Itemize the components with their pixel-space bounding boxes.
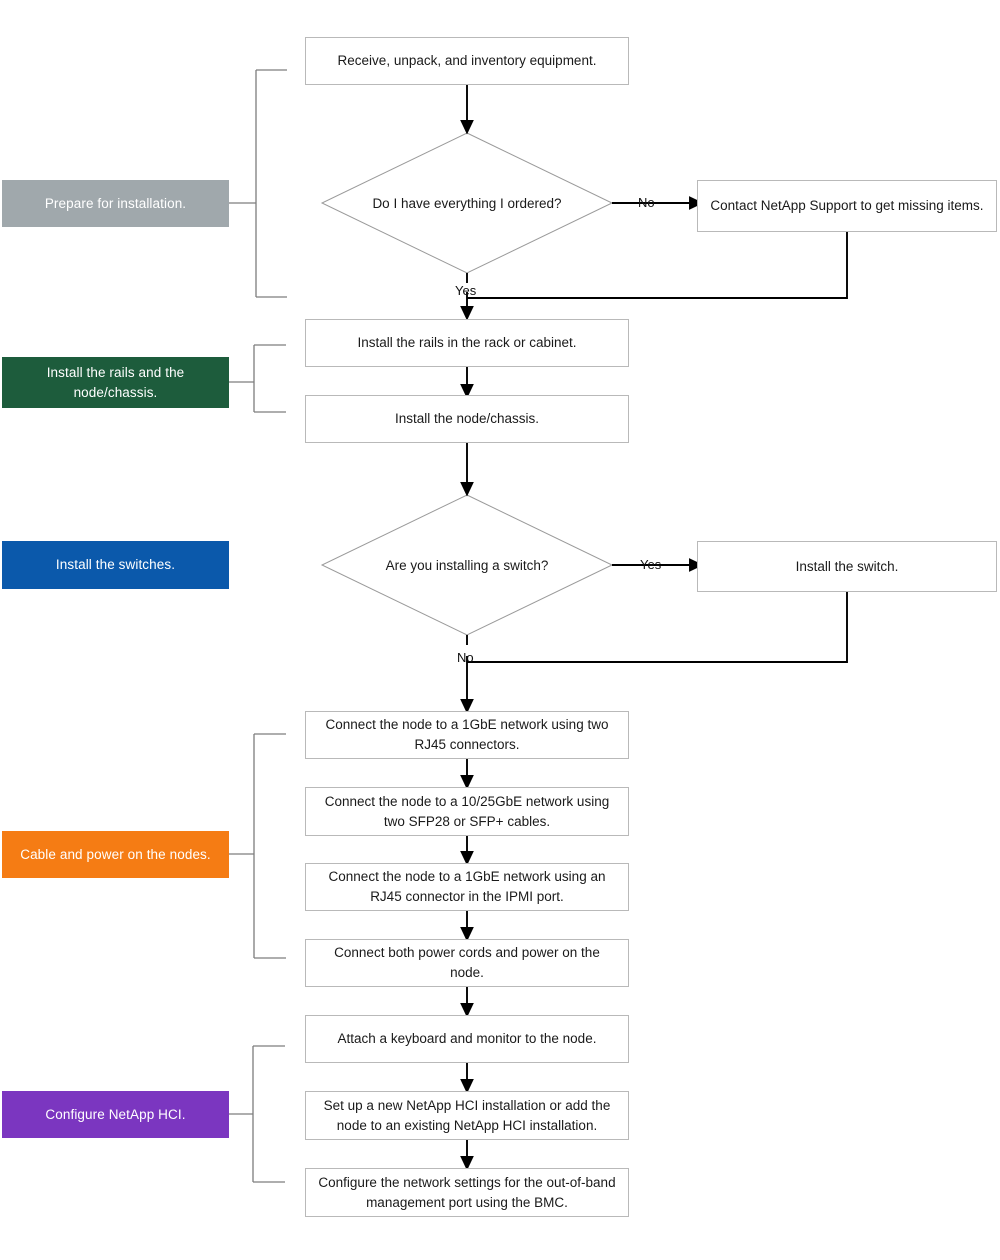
edge-label-everything-no: No	[638, 195, 655, 210]
node-setup-hci-installation[interactable]: Set up a new NetApp HCI installation or …	[305, 1091, 629, 1140]
node-receive-equipment[interactable]: Receive, unpack, and inventory equipment…	[305, 37, 629, 85]
phase-label-text: Cable and power on the nodes.	[20, 846, 211, 862]
phase-label-text: Install the switches.	[55, 557, 176, 573]
node-text: Install the rails in the rack or cabinet…	[357, 335, 577, 351]
node-install-rails[interactable]: Install the rails in the rack or cabinet…	[305, 319, 629, 367]
node-text: Install the switch.	[795, 558, 899, 574]
node-cable-25gbe[interactable]: Connect the node to a 10/25GbE network u…	[305, 787, 629, 836]
node-install-node-chassis[interactable]: Install the node/chassis.	[305, 395, 629, 443]
flow-arrows	[460, 85, 848, 1171]
node-text: Contact NetApp Support to get missing it…	[710, 198, 984, 214]
node-attach-keyboard-monitor[interactable]: Attach a keyboard and monitor to the nod…	[305, 1015, 629, 1063]
node-text: Attach a keyboard and monitor to the nod…	[337, 1031, 597, 1047]
node-text: Connect the node to a 1GbE network using…	[325, 717, 609, 752]
node-text: Configure the network settings for the o…	[318, 1174, 616, 1210]
edge-label-everything-yes: Yes	[455, 283, 477, 298]
diamond-have-everything	[320, 132, 614, 274]
node-text: Connect the node to a 10/25GbE network u…	[324, 793, 610, 829]
diamond-installing-switch	[320, 494, 614, 636]
phase-label-configure[interactable]: Configure NetApp HCI.	[2, 1091, 229, 1138]
phase-label-text: Install the rails and the node/chassis.	[46, 364, 185, 400]
edge-label-switch-yes: Yes	[640, 557, 662, 572]
phase-label-cable[interactable]: Cable and power on the nodes.	[2, 831, 229, 878]
phase-label-rails[interactable]: Install the rails and the node/chassis.	[2, 357, 229, 408]
node-power-on[interactable]: Connect both power cords and power on th…	[305, 939, 629, 987]
node-text: Receive, unpack, and inventory equipment…	[337, 53, 597, 69]
node-contact-support[interactable]: Contact NetApp Support to get missing it…	[697, 180, 997, 232]
node-cable-1gbe[interactable]: Connect the node to a 1GbE network using…	[305, 711, 629, 759]
phase-label-switches[interactable]: Install the switches.	[2, 541, 229, 589]
phase-brackets	[229, 69, 287, 1183]
node-text: Connect both power cords and power on th…	[334, 945, 600, 980]
node-install-switch[interactable]: Install the switch.	[697, 541, 997, 592]
phase-label-text: Prepare for installation.	[44, 195, 187, 211]
phase-label-text: Configure NetApp HCI.	[45, 1106, 186, 1122]
node-text: Set up a new NetApp HCI installation or …	[323, 1097, 611, 1133]
node-text: Install the node/chassis.	[394, 411, 540, 427]
node-text: Connect the node to a 1GbE network using…	[328, 869, 606, 904]
node-configure-bmc-network[interactable]: Configure the network settings for the o…	[305, 1168, 629, 1217]
edge-label-switch-no: No	[457, 650, 474, 665]
phase-label-prepare[interactable]: Prepare for installation.	[2, 180, 229, 227]
node-cable-ipmi[interactable]: Connect the node to a 1GbE network using…	[305, 863, 629, 911]
